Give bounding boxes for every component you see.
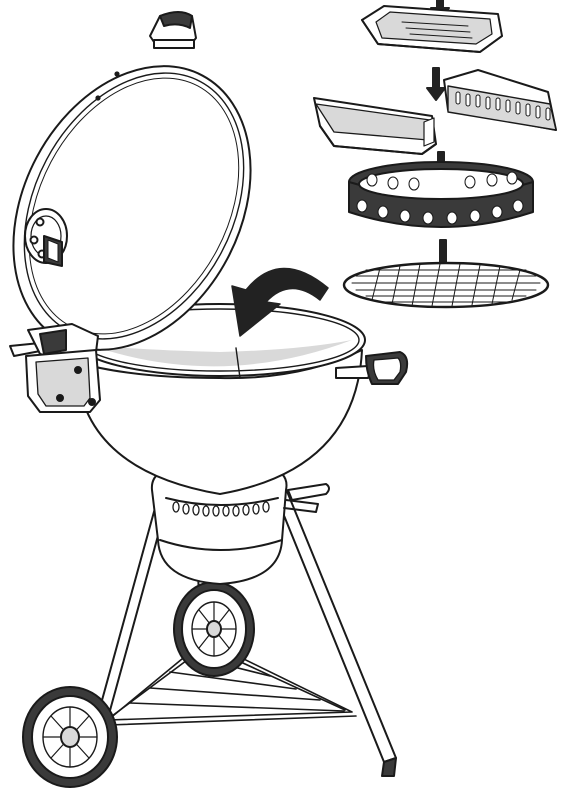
hinge-bracket (10, 324, 100, 412)
cooking-grate (344, 263, 548, 307)
wheel-rear (174, 582, 254, 676)
lid-handle (150, 12, 196, 48)
charcoal-ring (349, 162, 533, 227)
arrow-down-2 (427, 68, 445, 100)
wheel-front (23, 687, 117, 787)
char-basket-left (314, 98, 436, 154)
drip-tray (362, 6, 502, 52)
char-basket-right (444, 70, 556, 130)
